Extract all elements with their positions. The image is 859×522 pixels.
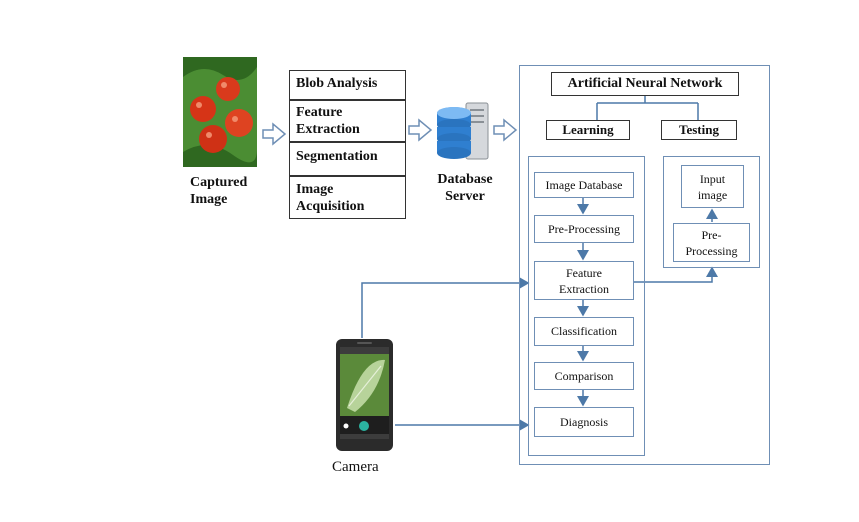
connector-feature-to-testing (634, 266, 718, 283)
ann-branch-lines (596, 96, 699, 120)
testing-panel (663, 156, 760, 268)
learning-panel (528, 156, 645, 456)
learning-step-comparison: Comparison (534, 362, 634, 390)
pipeline-stack (289, 70, 406, 219)
camera-label: Camera (332, 459, 379, 475)
learning-label-box: Learning (546, 120, 630, 140)
pipeline-divider-3 (289, 175, 406, 177)
pipeline-step-image-acquisition: Image Acquisition (296, 182, 365, 214)
pipeline-divider-1 (289, 99, 406, 101)
learning-step-diagnosis: Diagnosis (534, 407, 634, 437)
camera-phone-icon (335, 338, 394, 452)
learning-step-pre-processing: Pre-Processing (534, 215, 634, 243)
learning-step-feature-extraction: Feature Extraction (534, 261, 634, 300)
learning-step-classification: Classification (534, 317, 634, 346)
testing-step-pre-processing: Pre- Processing (673, 223, 750, 262)
database-server-label: Database Server (437, 172, 493, 204)
flow-arrow-2 (408, 118, 433, 142)
pipeline-step-feature-extraction: Feature Extraction (296, 105, 360, 137)
flow-arrow-3 (493, 118, 518, 142)
testing-step-input-image: Input image (681, 165, 744, 208)
captured-image-label: Captured Image (190, 175, 248, 207)
flow-arrow-1 (262, 122, 287, 146)
database-server-icon (434, 99, 492, 163)
pipeline-divider-2 (289, 141, 406, 143)
tomato-photo (183, 57, 257, 167)
learning-step-image-database: Image Database (534, 172, 634, 198)
connector-camera-to-feature (361, 277, 530, 338)
testing-label-box: Testing (661, 120, 737, 140)
ann-title-box: Artificial Neural Network (551, 72, 739, 96)
pipeline-step-blob-analysis: Blob Analysis (296, 76, 378, 91)
pipeline-step-segmentation: Segmentation (296, 149, 378, 164)
ann-container (519, 65, 770, 465)
